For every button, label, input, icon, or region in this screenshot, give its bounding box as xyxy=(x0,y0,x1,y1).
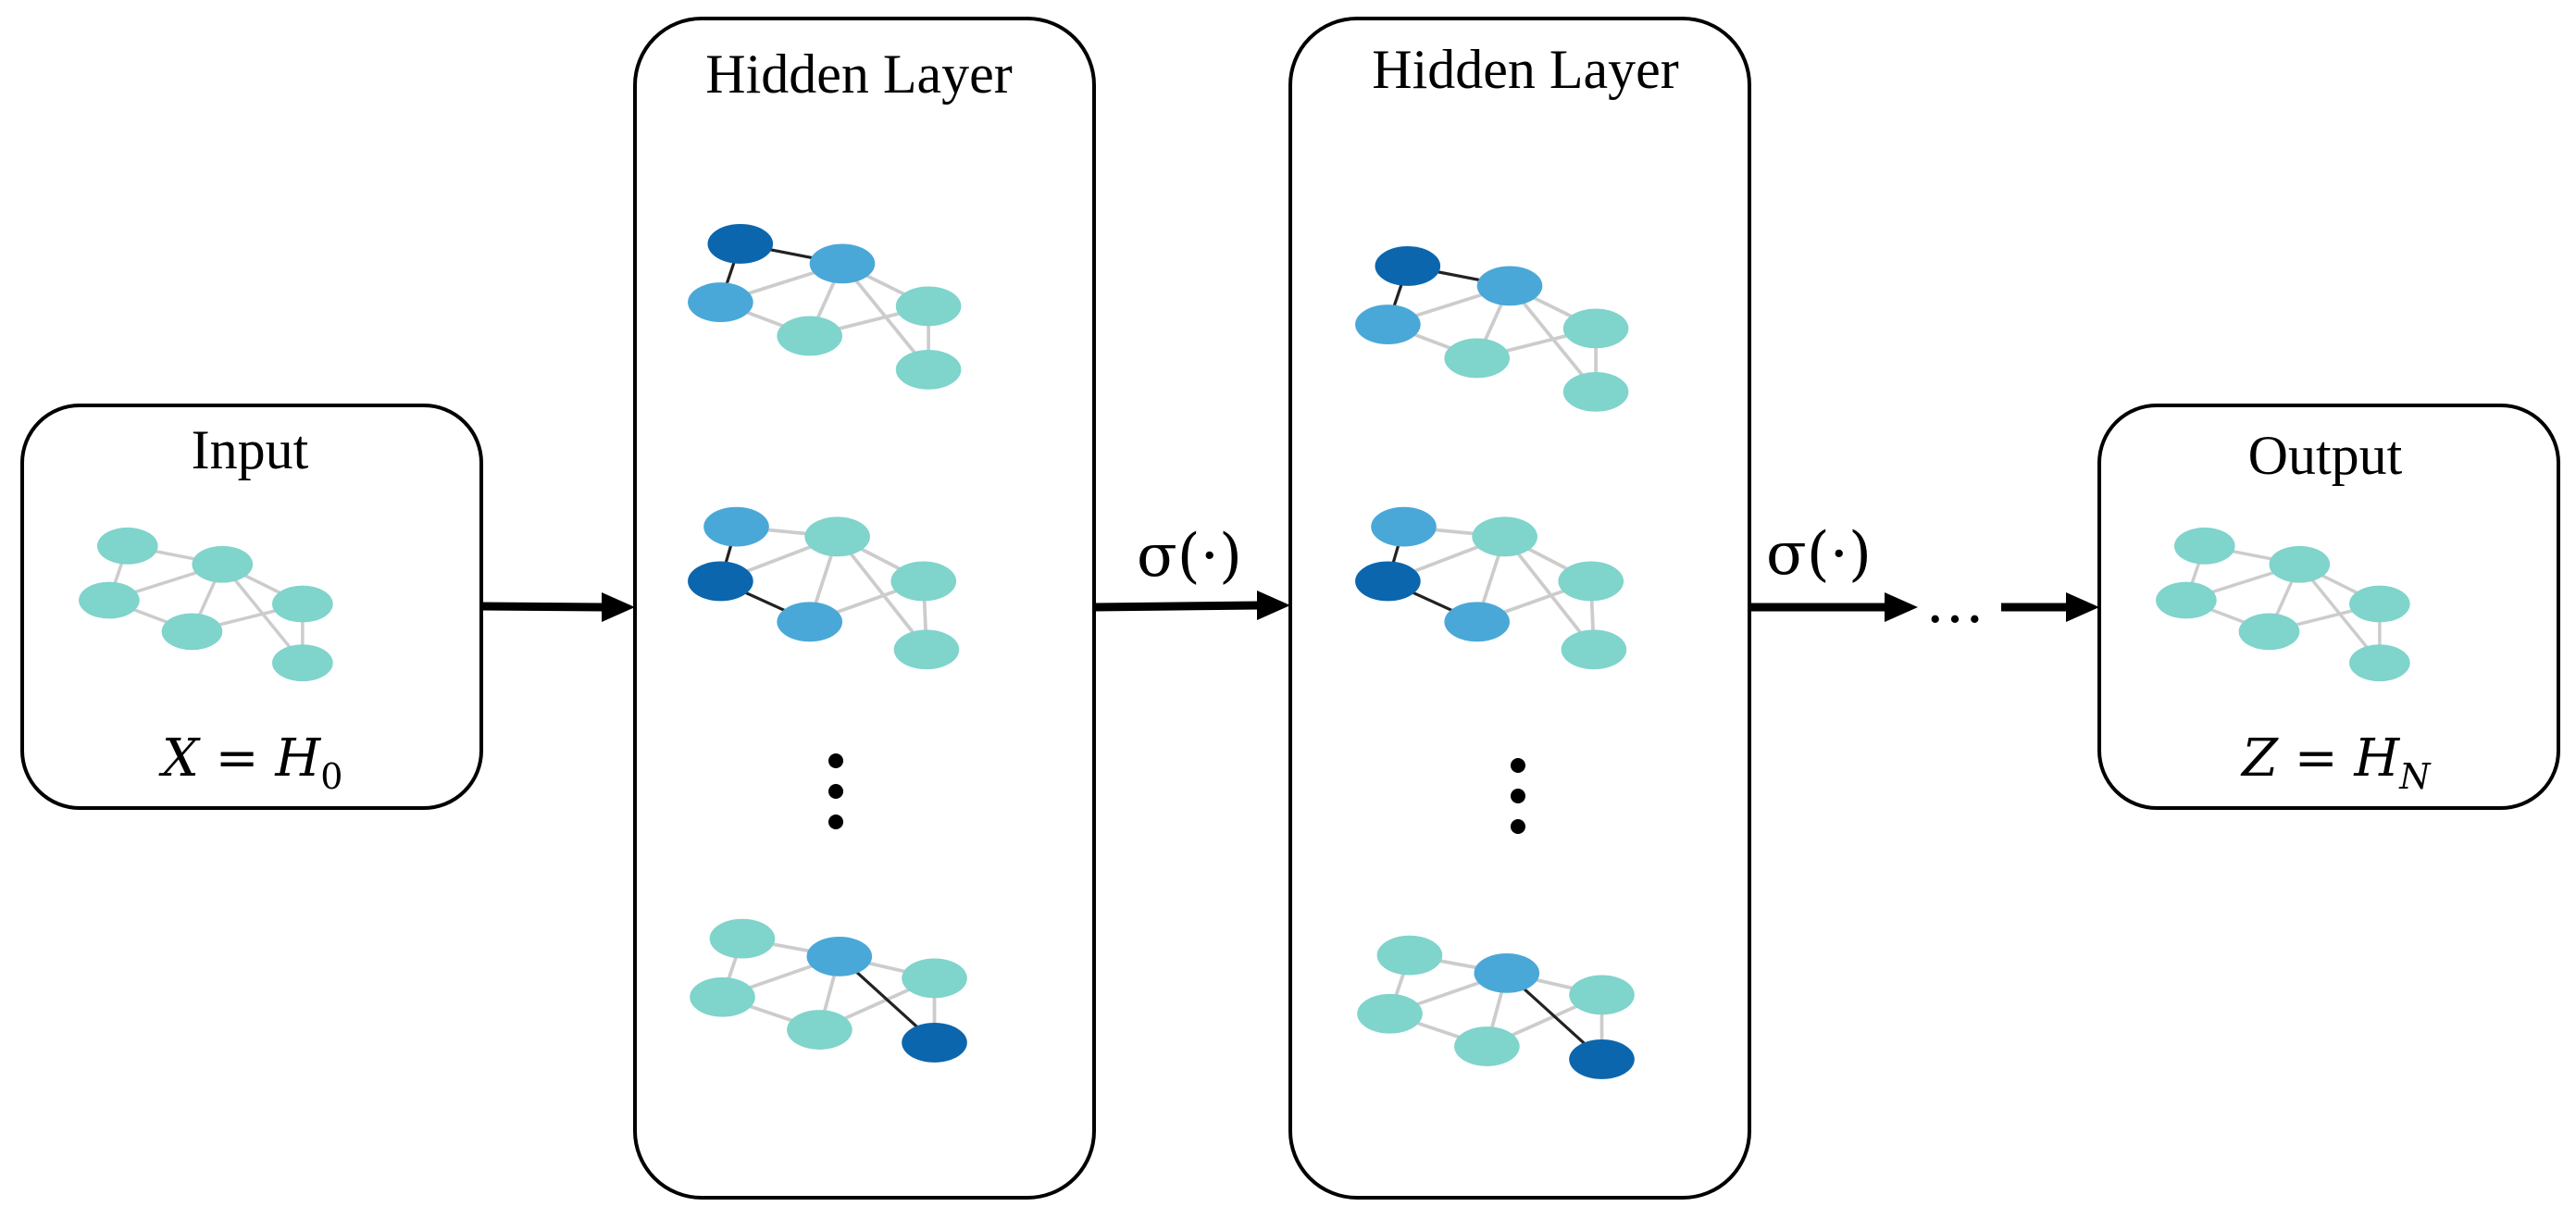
graph-node xyxy=(688,282,753,322)
hidden-layer-2-title: Hidden Layer xyxy=(1372,39,1679,100)
graph-node xyxy=(2156,581,2217,619)
graph-node xyxy=(1357,993,1423,1034)
activation-label-2: σ(·) xyxy=(1766,520,1872,589)
graph-node xyxy=(707,224,774,264)
input-title: Input xyxy=(192,419,309,480)
graph-node xyxy=(688,561,753,602)
output-title: Output xyxy=(2248,425,2403,486)
output-graph xyxy=(2156,527,2410,682)
arrow-input-to-hidden1 xyxy=(480,592,635,622)
input-graph xyxy=(79,527,333,682)
graph-node xyxy=(902,1023,967,1063)
arrow-hidden2-to-ellipsis xyxy=(1749,592,1918,622)
graph-node xyxy=(1371,506,1437,547)
graph-node xyxy=(777,316,843,356)
hidden-layer-1-title: Hidden Layer xyxy=(705,44,1013,105)
output-box xyxy=(2097,404,2560,810)
graph-node xyxy=(1444,338,1511,379)
hidden-layer-1-graph-2 xyxy=(688,506,960,670)
graph-node xyxy=(1562,371,1629,412)
graph-node xyxy=(161,613,223,651)
hidden-layer-2-vertical-ellipsis xyxy=(1511,758,1525,834)
graph-node xyxy=(1375,246,1441,286)
arrow-hidden1-to-hidden2 xyxy=(1093,591,1290,620)
hidden-layer-1-vertical-ellipsis xyxy=(828,753,843,829)
graph-node xyxy=(1561,629,1627,670)
graph-node xyxy=(690,976,755,1017)
arrow-ellipsis-to-output xyxy=(2001,592,2099,622)
graph-node xyxy=(1474,952,1540,993)
graph-node xyxy=(787,1010,852,1050)
hidden-layer-1-block: Hidden Layer xyxy=(633,17,1096,1200)
activation-label-1: σ(·) xyxy=(1137,522,1242,591)
graph-node xyxy=(703,506,769,547)
graph-node xyxy=(272,644,333,682)
hidden-layer-2-block: Hidden Layer xyxy=(1288,17,1751,1200)
graph-node xyxy=(1558,561,1624,602)
graph-node xyxy=(79,581,140,619)
graph-node xyxy=(1562,308,1629,349)
graph-edge xyxy=(1503,535,1596,651)
graph-node xyxy=(1376,935,1443,976)
graph-node xyxy=(890,561,957,602)
input-formula: X = H0 xyxy=(158,728,342,797)
graph-node xyxy=(902,958,967,999)
hidden-layer-2-graph-2 xyxy=(1355,506,1627,670)
graph-node xyxy=(1569,1039,1635,1079)
graph-node xyxy=(1444,602,1511,642)
graph-node xyxy=(895,349,962,390)
graph-node xyxy=(272,585,333,623)
graph-node xyxy=(1355,561,1421,602)
graph-node xyxy=(2173,527,2235,565)
graph-node xyxy=(1454,1026,1520,1066)
input-block: Input X = H0 xyxy=(20,404,483,810)
graph-node xyxy=(806,936,873,976)
hidden-layer-1-graph-3 xyxy=(690,918,967,1063)
graph-node xyxy=(192,545,254,583)
graph-node xyxy=(1476,266,1543,306)
graph-node xyxy=(2349,585,2410,623)
graph-node xyxy=(809,243,876,284)
hidden-layer-1-box xyxy=(633,17,1096,1200)
graph-node xyxy=(2269,545,2331,583)
output-block: Output Z = HN xyxy=(2097,404,2560,810)
output-formula: Z = HN xyxy=(2240,728,2432,797)
graph-node xyxy=(2349,644,2410,682)
graph-node xyxy=(96,527,158,565)
output-formula-subscript: N xyxy=(2398,756,2432,797)
graph-node xyxy=(1472,516,1537,557)
graph-node xyxy=(709,918,776,959)
graph-node xyxy=(777,602,843,642)
graph-node xyxy=(893,629,960,670)
horizontal-ellipsis: … xyxy=(1925,568,1985,637)
hidden-layer-2-graph-1 xyxy=(1355,246,1629,412)
hidden-layer-1-graph-1 xyxy=(688,224,962,390)
graph-node xyxy=(895,286,962,327)
input-formula-subscript: 0 xyxy=(320,756,342,797)
graph-node xyxy=(1569,975,1635,1015)
graph-node xyxy=(1355,305,1421,344)
graph-edge xyxy=(836,535,928,651)
graph-node xyxy=(2238,613,2300,651)
graph-node xyxy=(804,516,870,557)
hidden-layer-2-graph-3 xyxy=(1357,935,1635,1079)
